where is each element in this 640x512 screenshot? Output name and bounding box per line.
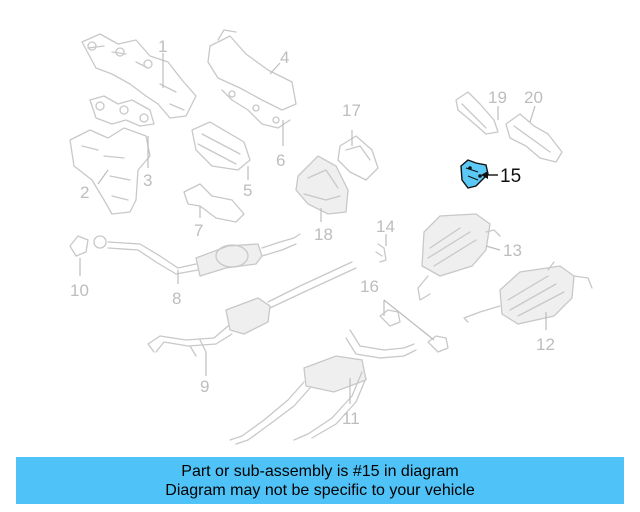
part-manifold-2: [69, 127, 151, 215]
label-part-3: 3: [143, 171, 152, 190]
part-heat-shield-5: [191, 121, 251, 171]
label-part-9: 9: [200, 377, 209, 396]
label-part-4: 4: [280, 48, 289, 67]
part-front-pipe-8: [107, 233, 301, 277]
label-part-5: 5: [243, 181, 252, 200]
label-part-20: 20: [524, 88, 543, 107]
part-number-labels: 1 2 3 4 5 6 7 8 9 10 11 12 13 14 16 17 1…: [70, 37, 555, 428]
part-heat-shield-18: [295, 155, 349, 215]
part-clamp-14: [375, 243, 387, 263]
part-gasket-10: [69, 235, 107, 257]
part-muffler-12: [463, 261, 593, 325]
label-part-19: 19: [488, 88, 507, 107]
label-part-18: 18: [314, 225, 333, 244]
part-bracket-19: [455, 91, 499, 135]
part-muffler-13: [417, 213, 501, 301]
label-part-7: 7: [194, 221, 203, 240]
info-banner: Part or sub-assembly is #15 in diagram D…: [16, 457, 624, 504]
banner-line-part: Part or sub-assembly is #15 in diagram: [181, 462, 459, 480]
parts-diagram: 1 2 3 4 5 6 7 8 9 10 11 12 13 14 16 17 1…: [69, 29, 593, 445]
label-part-11: 11: [342, 409, 360, 428]
label-part-15-highlighted: 15: [500, 166, 521, 187]
part-bracket-7: [183, 183, 245, 223]
label-part-13: 13: [503, 241, 522, 260]
part-gasket-3: [89, 95, 155, 127]
label-part-6: 6: [276, 151, 285, 170]
label-part-8: 8: [172, 289, 181, 308]
label-part-2: 2: [80, 183, 89, 202]
part-bracket-20: [505, 113, 563, 163]
label-part-1: 1: [158, 37, 167, 56]
part-exhaust-manifold-1: [81, 33, 197, 119]
leader-lines: [79, 53, 547, 404]
part-center-muffler-11: [229, 329, 417, 445]
label-part-16: 16: [360, 277, 379, 296]
part-15-highlighted[interactable]: [460, 159, 489, 189]
label-part-17: 17: [342, 101, 361, 120]
label-part-14: 14: [376, 217, 395, 236]
banner-line-disclaimer: Diagram may not be specific to your vehi…: [165, 481, 475, 499]
part-manifold-4: [207, 29, 297, 129]
part-hanger-16: [379, 309, 449, 353]
part-heat-shield-17: [337, 135, 379, 181]
label-part-10: 10: [70, 281, 89, 300]
label-part-12: 12: [536, 335, 555, 354]
part-pipe-9: [147, 261, 357, 357]
